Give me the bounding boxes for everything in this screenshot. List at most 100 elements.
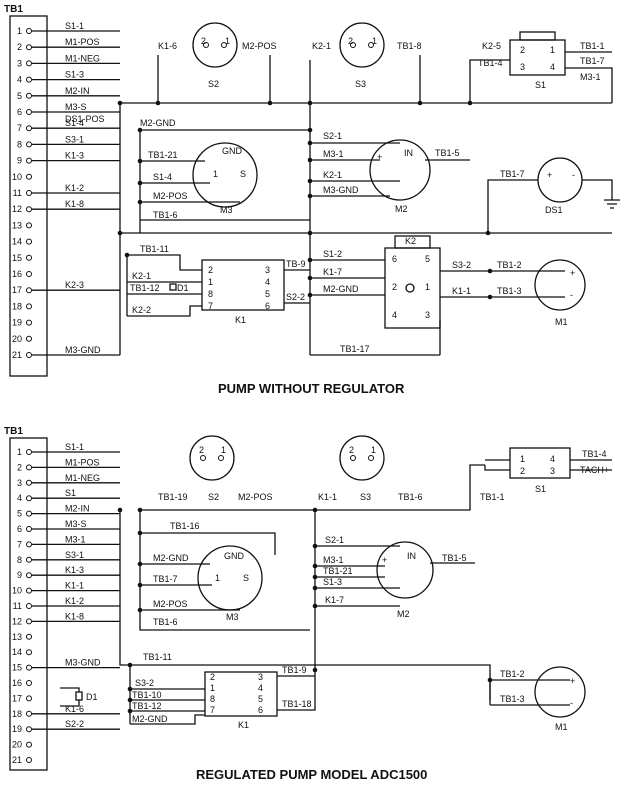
top-terminal-wire-7: S1-4 [65,118,84,128]
bottom-s3-pin2: 2 [349,445,354,455]
top-terminal-wire-12: K1-8 [65,199,84,209]
top-terminal-screw-21 [26,352,32,358]
bottom-m3-name: M3 [226,612,239,622]
top-k1-rpin-0: 3 [265,265,270,275]
top-junction-dot-2 [267,100,273,106]
top-terminal-screw-6 [26,109,32,115]
top-ds1-lamp: + - DS1 TB1-7 [487,157,620,233]
bottom-k1-rpin-3: 6 [258,705,263,715]
bottom-m2-wire-2: TB1-21 [323,566,353,576]
top-junctions [117,100,493,300]
top-terminal-wire-21: M3-GND [65,345,101,355]
bottom-terminal-15: 15 [12,663,22,673]
top-terminal-wire-9: K1-3 [65,151,84,161]
bottom-k1-lpin-2: 8 [210,694,215,704]
bottom-terminal-screw-19 [26,726,32,733]
top-k1-diode: D1 [177,283,189,293]
top-terminal-9: 9 [17,156,22,166]
top-m2-wire-1: M3-1 [323,149,344,159]
bottom-m1-name: M1 [555,722,568,732]
top-terminal-7: 7 [17,123,22,133]
bottom-terminal-screw-17 [26,695,32,702]
bottom-terminal-8: 8 [17,555,22,565]
bottom-m3-trunk [139,510,310,631]
bottom-junction-dot-10 [312,585,318,591]
bottom-junction-dot-15 [127,708,133,714]
bottom-terminal-21: 21 [12,755,22,765]
top-m3-wire-1: TB1-21 [148,150,178,160]
bottom-s1-pin1: 1 [520,454,525,464]
top-junction-dot-11 [307,140,313,146]
top-terminal-screw-7 [26,125,32,132]
bottom-s2-name: S2 [208,492,219,502]
top-s2-right-wire: M2-POS [242,41,277,51]
bottom-s1-wire-tb14: TB1-4 [582,449,607,459]
top-terminal-screw-10 [26,173,32,180]
bottom-terminal-wire-18: K1-6 [65,704,84,714]
top-diagram-title: PUMP WITHOUT REGULATOR [218,381,405,396]
top-k2-pin3: 3 [425,310,430,320]
top-tb1-block [9,15,48,377]
bottom-s1-pin4: 4 [550,454,555,464]
top-m3-wire-4: TB1-6 [153,210,178,220]
top-m1-wire-0: TB1-2 [497,260,522,270]
bottom-m3-pins: S [243,573,249,583]
bottom-terminal-screw-3 [26,479,32,486]
top-terminal-screw-12 [26,206,32,213]
bottom-junction-dot-16 [487,677,493,683]
top-terminal-5: 5 [17,91,22,101]
top-terminal-3: 3 [17,58,22,68]
top-k2-wire-2: M2-GND [323,284,359,294]
top-k1-rwire-0: TB-9 [286,259,306,269]
top-m1-wire-1: TB1-3 [497,286,522,296]
bottom-k1-relay: 2 1 8 7 3 4 5 6 K1 TB1-11 S3-2 TB1-10 TB… [129,652,316,730]
top-s2-name: S2 [208,79,219,89]
top-terminal-screw-1 [26,28,32,34]
bottom-s1-switch: 1 4 2 3 S1 TB1-4 TACH+ TB1-1 [480,447,612,502]
bottom-s1-pin2: 2 [520,466,525,476]
bottom-terminal-13: 13 [12,632,22,642]
top-terminal-wire-8: S3-1 [65,134,84,144]
top-s1-pin3: 3 [520,62,525,72]
top-terminal-screw-2 [26,44,32,51]
top-terminal-13: 13 [12,220,22,230]
bottom-k1-lpin-1: 1 [210,683,215,693]
top-k1-lpin-2: 8 [208,289,213,299]
top-terminal-20: 20 [12,334,22,344]
top-m2-in: IN [404,148,413,158]
top-m2-motor: + IN M2 S2-1 M3-1 K2-1 M3-GND TB1-5 [310,131,470,214]
bottom-terminal-wire-7: M3-1 [65,534,86,544]
bottom-k1-lwire-4: M2-GND [132,714,168,724]
top-k1-relay: 2 1 8 7 3 4 5 6 K1 TB1-11 K2-1 TB1-12 K2… [126,244,310,325]
bottom-s2-pin1: 1 [221,445,226,455]
top-terminal-8: 8 [17,139,22,149]
bottom-s1-wire-tb11: TB1-1 [480,492,505,502]
top-s1-pin4: 4 [550,62,555,72]
bottom-terminal-screw-12 [26,618,32,625]
bottom-terminal-wire-9: K1-3 [65,565,84,575]
bottom-terminal-screw-16 [26,680,32,686]
bottom-terminal-5: 5 [17,509,22,519]
bottom-terminal-screw-8 [26,556,32,563]
bottom-junction-dot-8 [312,563,318,569]
top-s1-name: S1 [535,80,546,90]
top-terminal-11: 11 [13,188,22,198]
top-s3-pin1: 1 [372,36,377,46]
top-junction-dot-0 [117,100,123,106]
top-k2-rwire-0: S3-2 [452,260,471,270]
top-terminal-wire-4: S1-3 [65,70,84,80]
bottom-k1-rpin-1: 4 [258,683,263,693]
bottom-k1-rpin-2: 5 [258,694,263,704]
top-k1-lwire-2: TB1-12 [130,283,160,293]
top-m2-wire-2: K2-1 [323,170,342,180]
bottom-terminal-screw-9 [26,572,32,579]
top-s2-pin1: 1 [225,36,230,46]
top-s2-switch: 2 1 S2 K1-6 M2-POS [157,22,277,103]
top-k2-wire-0: S1-2 [323,249,342,259]
bottom-terminal-screw-14 [26,649,32,656]
bottom-terminal-screw-21 [26,757,32,763]
bottom-junction-dot-17 [312,667,318,673]
bottom-terminal-wire-19: S2-2 [65,719,84,729]
top-k2-pin1: 1 [425,282,430,292]
